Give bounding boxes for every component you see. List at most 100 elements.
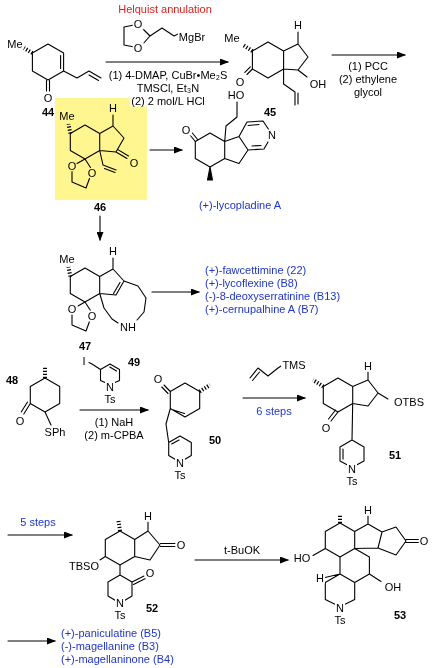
compound-number: 51 — [388, 450, 402, 461]
compound-51 — [323, 372, 388, 465]
reagent-text: glycol — [353, 87, 383, 98]
atom-label: O — [419, 536, 430, 547]
atom-label: O — [43, 93, 54, 104]
atom-label: OTBS — [393, 397, 425, 408]
compound-45 — [245, 32, 308, 105]
atom-label: SPh — [44, 427, 67, 438]
atom-label: OH — [309, 79, 328, 90]
atom-label: Ts — [104, 394, 117, 405]
atom-label: OH — [384, 582, 403, 593]
reaction-arrow — [8, 640, 55, 641]
atom-label: O — [321, 423, 332, 434]
compound-number: 53 — [393, 610, 407, 621]
product-name: (+)-lycopladine A — [198, 200, 282, 211]
compound-44 — [32, 44, 101, 91]
lycopladine-structure — [190, 102, 269, 167]
reaction-arrow — [152, 291, 199, 292]
atom-label: H — [363, 505, 373, 516]
reagent-structure — [250, 366, 281, 381]
atom-label: TBSO — [68, 561, 100, 572]
atom-label: O — [87, 168, 98, 179]
atom-label: O — [145, 568, 156, 579]
reaction-arrow — [106, 61, 228, 62]
step-note: 6 steps — [255, 406, 292, 417]
atom-label: TMS — [281, 360, 306, 371]
atom-label: Ts — [114, 610, 127, 621]
atom-label: H — [315, 573, 325, 584]
atom-label: Me — [223, 33, 240, 44]
highlight-box: MeHOOO — [55, 98, 147, 200]
product-name: (+)-paniculatine (B5) — [60, 628, 162, 639]
product-name: (+)-magellaninone (B4) — [60, 654, 175, 665]
atom-label: H — [108, 246, 118, 257]
atom-label: O — [87, 311, 98, 322]
atom-label: HO — [293, 553, 312, 564]
compound-number: 47 — [78, 341, 92, 352]
reaction-arrow — [195, 559, 288, 560]
atom-label: H — [108, 103, 118, 114]
atom-label: O — [153, 374, 164, 385]
compound-number: 44 — [41, 107, 55, 118]
product-name: (+)-cernupalhine A (B7) — [204, 304, 319, 315]
product-name: (+)-lycoflexine (B8) — [204, 278, 299, 289]
atom-label: Ts — [334, 615, 347, 626]
atom-label: N — [115, 598, 125, 609]
compound-52 — [100, 522, 175, 601]
atom-label: N — [335, 603, 345, 614]
atom-label: O — [176, 540, 187, 551]
compound-48 — [21, 378, 60, 425]
atom-label: NH — [119, 322, 137, 333]
atom-label: N — [267, 130, 277, 141]
compound-number: 45 — [263, 107, 277, 118]
reagent-text: (2) 2 mol/L HCl — [130, 96, 206, 107]
method-title: Helquist annulation — [117, 4, 213, 15]
reagent-text: t-BuOK — [223, 545, 261, 556]
reagent-text: (1) NaH — [94, 417, 135, 428]
compound-number: 46 — [93, 202, 107, 213]
atom-label: N — [347, 464, 357, 475]
reagent-text: TMSCl, Et₃N — [136, 83, 201, 94]
reaction-arrow — [8, 534, 72, 535]
step-note: 5 steps — [19, 517, 56, 528]
atom-label: N — [105, 382, 115, 393]
atom-label: O — [235, 77, 246, 88]
compound-number: 50 — [208, 435, 222, 446]
atom-label: O — [181, 125, 192, 136]
reagent-text: (1) 4-DMAP, CuBr•Me₂S — [108, 70, 229, 81]
reaction-arrow — [243, 397, 305, 398]
atom-label: I — [81, 356, 86, 367]
reaction-arrow — [150, 149, 182, 150]
reaction-arrow — [332, 54, 405, 55]
product-name: (-)-8-deoxyserratinine (B13) — [204, 291, 341, 302]
atom-label: HO — [227, 90, 246, 101]
atom-label: Me — [58, 254, 75, 265]
atom-label: O — [67, 304, 78, 315]
compound-number: 52 — [145, 603, 159, 614]
compound-47 — [70, 258, 146, 331]
atom-label: Ts — [174, 470, 187, 481]
compound-number: 48 — [5, 375, 19, 386]
reaction-arrow — [99, 216, 100, 240]
atom-label: O — [133, 43, 144, 54]
atom-label: Me — [58, 111, 75, 122]
compound-50 — [162, 383, 200, 460]
compound-number: 49 — [127, 357, 141, 368]
atom-label: O — [133, 19, 144, 30]
atom-label: Ts — [346, 476, 359, 487]
product-name: (+)-fawcettimine (22) — [204, 265, 307, 276]
atom-label: MgBr — [178, 32, 206, 43]
atom-label: H — [293, 20, 303, 31]
atom-label: H — [363, 361, 373, 372]
atom-label: O — [129, 158, 140, 169]
atom-label: H — [143, 511, 153, 522]
product-name: (-)-magellanine (B3) — [60, 641, 160, 652]
compound-49 — [89, 363, 120, 383]
reagent-text: (2) m-CPBA — [83, 430, 144, 441]
atom-label: Me — [6, 39, 23, 50]
atom-label: N — [175, 458, 185, 469]
reagent-text: (2) ethylene — [338, 74, 398, 85]
atom-label: O — [67, 161, 78, 172]
reaction-arrow — [80, 409, 148, 410]
atom-label: O — [15, 416, 26, 427]
compound-53 — [313, 516, 419, 605]
